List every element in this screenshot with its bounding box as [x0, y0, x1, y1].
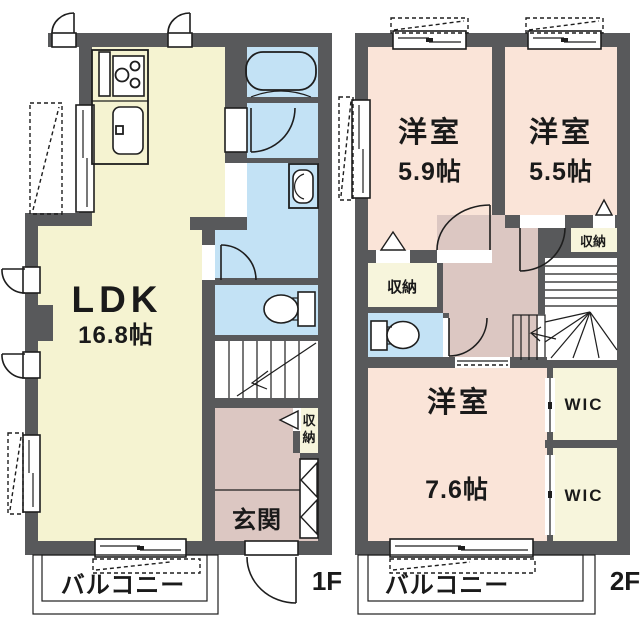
wic-2: [553, 448, 617, 542]
bedroom1-door: [436, 204, 492, 263]
living-balcony-window: [94, 538, 187, 558]
bedroom3-balcony-window: [389, 538, 534, 558]
bedroom-2: [505, 47, 617, 215]
shoe-cabinet: [299, 458, 319, 539]
bedroom3-sliding-door: [455, 357, 510, 368]
bedroom1-label: 洋室: [398, 115, 462, 149]
bedroom2-door: [519, 215, 566, 272]
closet-1f: [300, 408, 318, 453]
ldk-size-label: 16.8帖: [78, 322, 154, 349]
bedroom2-label: 洋室: [529, 115, 593, 149]
wic2-door: [545, 455, 555, 535]
wic-1: [553, 368, 617, 440]
kitchen-counter: [91, 49, 149, 165]
wic1-label: WIC: [564, 395, 603, 414]
stairs-1f: [228, 341, 317, 398]
balcony-1f: バルコニー: [32, 554, 219, 615]
washroom-door: [224, 107, 296, 153]
kitchen-window: [29, 102, 95, 215]
ldk-room: [38, 47, 225, 541]
hall-2f: [437, 215, 538, 368]
floor-label-2f: 2F: [610, 566, 640, 596]
entrance-label: 玄関: [232, 506, 282, 534]
closet2-label-2f: 収納: [580, 234, 606, 249]
left-casement-door-1: [1, 266, 41, 294]
stairs-2f-area: [545, 258, 617, 360]
stove-icon: [112, 55, 145, 97]
ldk-label: LDK: [71, 279, 162, 320]
bedroom1-top-window: [390, 17, 469, 50]
toilet-icon-2f: [370, 320, 420, 351]
closet1-label-2f: 収納: [387, 278, 417, 296]
wic1-door: [545, 378, 555, 432]
left-casement-door-2: [1, 351, 41, 379]
bedroom-3: [368, 368, 547, 542]
bedroom3-size-label: 7.6帖: [425, 476, 489, 504]
toilet-door-2f: [443, 317, 488, 357]
bedroom3-label: 洋室: [427, 385, 491, 419]
kitchen-back-door: [51, 12, 77, 48]
bedroom1-size-label: 5.9帖: [398, 158, 462, 186]
closet-1f-label-char2: 納: [302, 430, 315, 445]
floor-label-1f: 1F: [312, 566, 342, 596]
stairs-2f: [520, 265, 618, 360]
closet1-door-2f: [376, 230, 410, 263]
balcony-2f: バルコニー: [357, 554, 596, 615]
stairs-up-arrow-1f: [250, 370, 269, 390]
bathtub-icon: [245, 51, 317, 98]
floor-plan-1f: バルコニー LDK 16.8帖 玄関 収 納 1F: [1, 12, 342, 615]
floor-plan-2f: バルコニー 洋室 5.9帖 洋室 5.5帖 洋室 7.6帖 収納 収納 WIC …: [338, 17, 640, 615]
living-side-window: [7, 432, 41, 515]
counter-edge: [98, 51, 111, 97]
service-door: [167, 12, 193, 48]
stairs-1f-area: [215, 341, 318, 398]
bedroom2-top-window: [525, 17, 604, 50]
balcony-2f-label: バルコニー: [385, 572, 510, 599]
closet2-door-2f: [593, 198, 615, 228]
washroom: [247, 103, 318, 158]
corridor-door: [202, 244, 257, 281]
pillar: [38, 305, 53, 341]
washbasin-icon: [288, 163, 319, 209]
wic2-label: WIC: [564, 486, 603, 505]
balcony-1f-label: バルコニー: [61, 572, 186, 599]
front-door: [244, 540, 299, 604]
toilet-icon-1f: [263, 291, 316, 327]
closet-door-1f: [278, 408, 301, 431]
bedroom2-size-label: 5.5帖: [529, 158, 593, 186]
bedroom1-side-window: [338, 96, 371, 201]
closet-1f-label-char1: 収: [302, 413, 316, 428]
closet-2f-2: [571, 228, 617, 252]
kitchen-sink-icon: [112, 106, 144, 155]
corridor-washarea-ext: [215, 230, 247, 278]
